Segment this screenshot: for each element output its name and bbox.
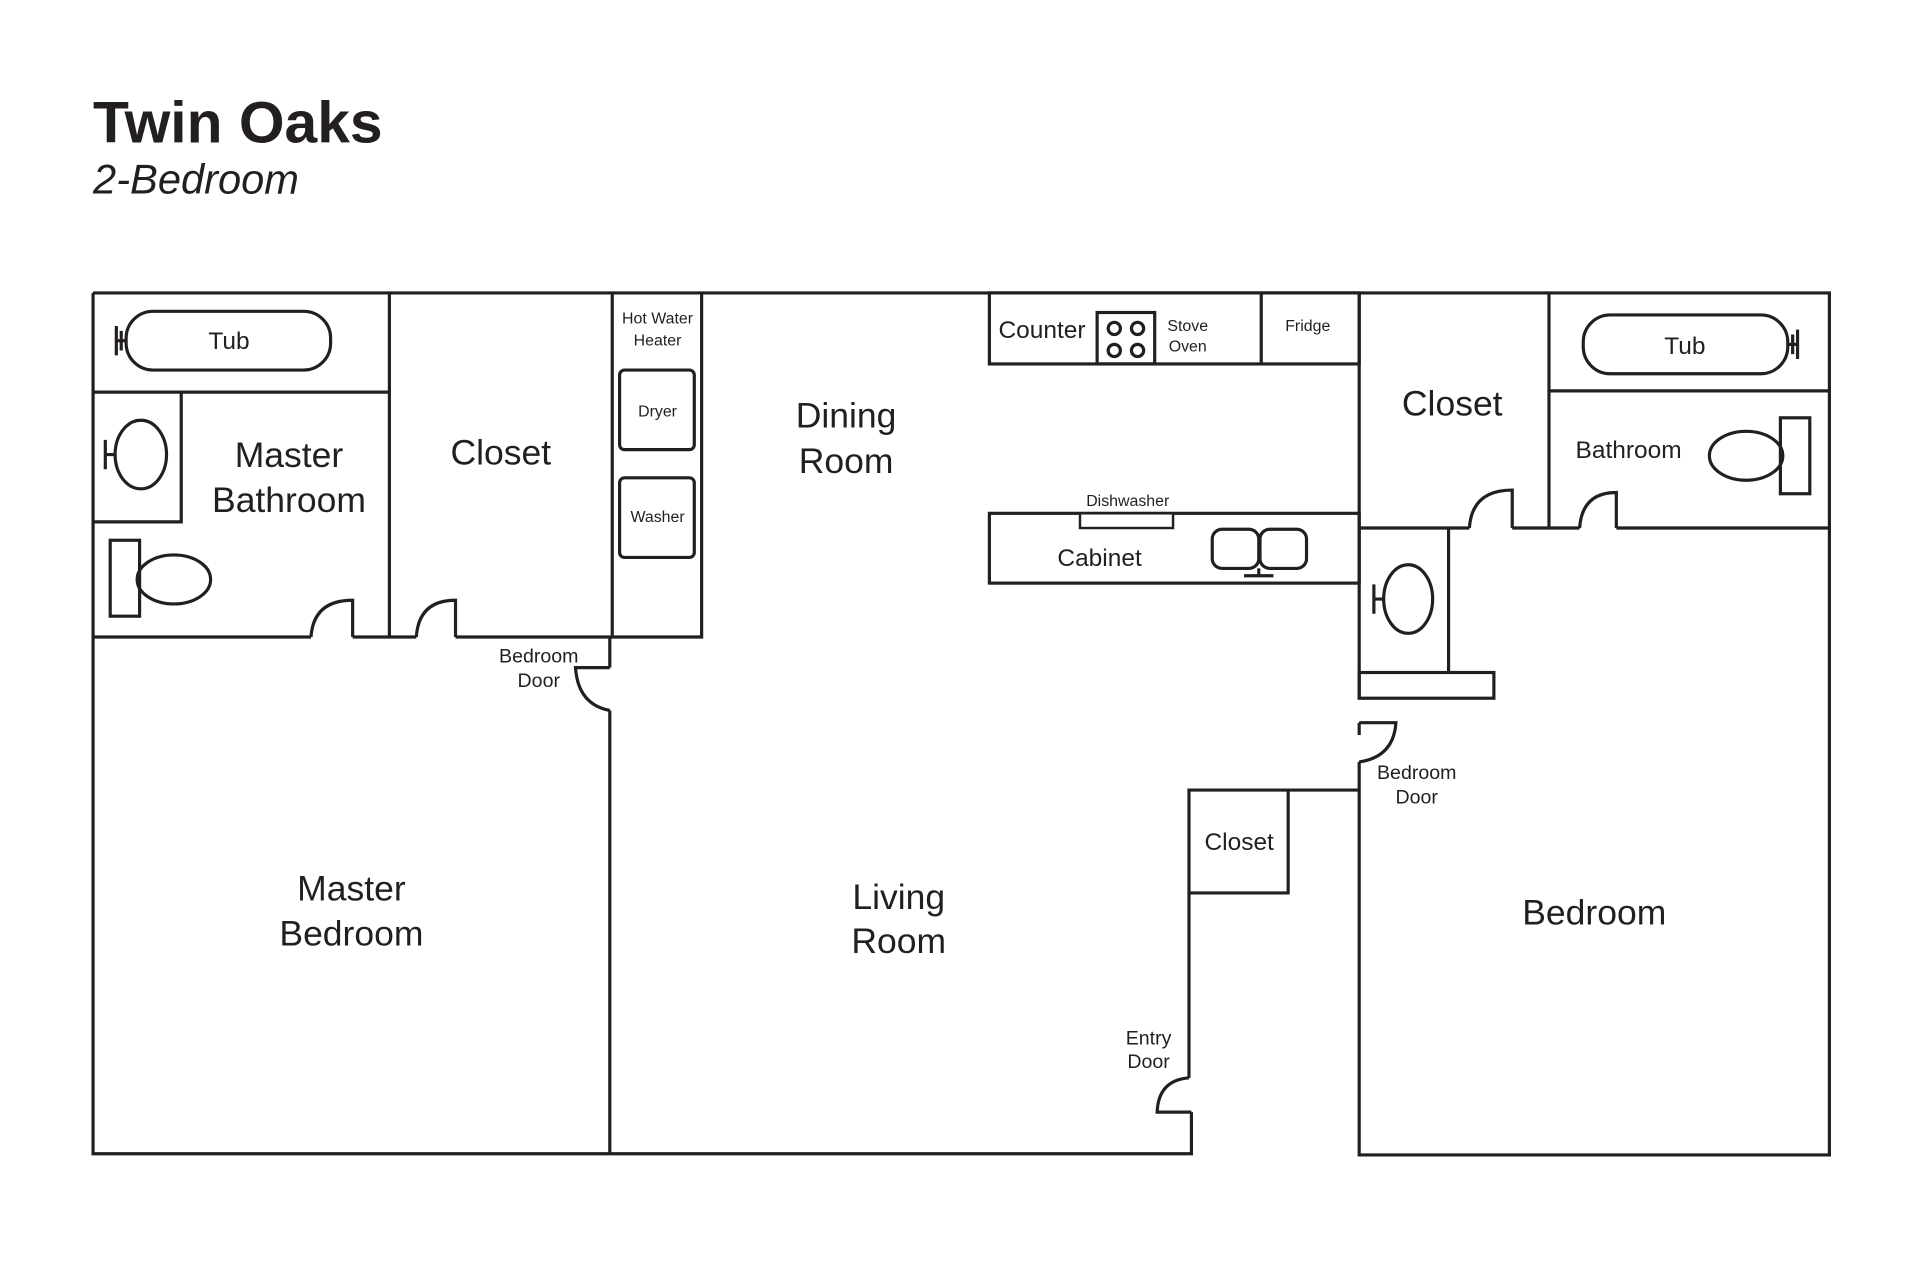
label-master-bathroom-2: Bathroom — [212, 480, 366, 520]
dishwasher — [1078, 512, 1175, 530]
sink-icon — [113, 418, 169, 491]
toilet-tank-icon — [108, 538, 142, 618]
label-entry-door-2: Door — [1127, 1051, 1170, 1073]
toilet-bowl-icon — [1707, 429, 1785, 482]
label-master-bedroom-door: Bedroom — [499, 646, 578, 668]
label-master-closet: Closet — [451, 432, 552, 472]
master-closet-door — [414, 598, 458, 638]
label-bedroom: Bedroom — [1522, 893, 1666, 933]
washer — [618, 476, 696, 560]
fixtures — [103, 309, 1812, 635]
plan-subtitle: 2-Bedroom — [92, 156, 299, 203]
closet-door — [1467, 488, 1514, 529]
label-master-bedroom-2: Bedroom — [279, 914, 423, 954]
label-bathroom: Bathroom — [1576, 437, 1682, 464]
dryer — [618, 368, 696, 452]
label-bedroom-door-2: Door — [1396, 787, 1439, 809]
label-stove: Stove — [1167, 318, 1208, 335]
label-oven: Oven — [1169, 339, 1207, 356]
label-master-bedroom: Master — [297, 868, 406, 908]
toilet-tank-icon — [1778, 416, 1812, 496]
label-dining-room-2: Room — [799, 441, 894, 481]
walls — [91, 291, 1831, 1157]
label-dryer: Dryer — [638, 404, 678, 421]
kitchen-sink-icon — [1210, 527, 1261, 571]
label-master-bathroom: Master — [235, 435, 344, 475]
label-dishwasher: Dishwasher — [1086, 493, 1170, 510]
label-living-room: Living — [852, 877, 945, 917]
label-counter: Counter — [999, 317, 1086, 344]
label-entry-closet: Closet — [1205, 829, 1275, 856]
label-hot-water-heater: Hot Water — [622, 311, 694, 328]
plan-title: Twin Oaks — [93, 90, 383, 155]
master-bedroom-door — [573, 666, 611, 713]
entry-door — [1155, 1076, 1192, 1114]
bathroom-door — [1578, 490, 1618, 529]
label-tub-left: Tub — [208, 328, 249, 355]
label-washer: Washer — [630, 509, 685, 526]
label-master-bedroom-door-2: Door — [518, 670, 561, 692]
label-hot-water-heater-2: Heater — [634, 333, 682, 350]
label-entry-door: Entry — [1126, 1028, 1172, 1050]
label-fridge: Fridge — [1285, 318, 1330, 335]
faucet-icon — [114, 325, 127, 356]
stove-icon — [1095, 310, 1157, 366]
label-tub-right: Tub — [1664, 333, 1705, 360]
master-bath-door — [309, 598, 355, 638]
doors — [309, 488, 1618, 1114]
labels: Tub Tub Master Bathroom Closet Hot Water… — [208, 311, 1705, 1073]
bedroom-door — [1358, 721, 1398, 764]
label-dining-room: Dining — [796, 396, 897, 436]
label-bedroom-door: Bedroom — [1377, 762, 1456, 784]
label-cabinet: Cabinet — [1057, 545, 1142, 572]
faucet-icon — [1787, 329, 1800, 360]
label-closet-right: Closet — [1402, 383, 1503, 423]
label-living-room-2: Room — [851, 921, 946, 961]
toilet-bowl-icon — [135, 553, 213, 606]
sink-icon — [1382, 563, 1435, 635]
